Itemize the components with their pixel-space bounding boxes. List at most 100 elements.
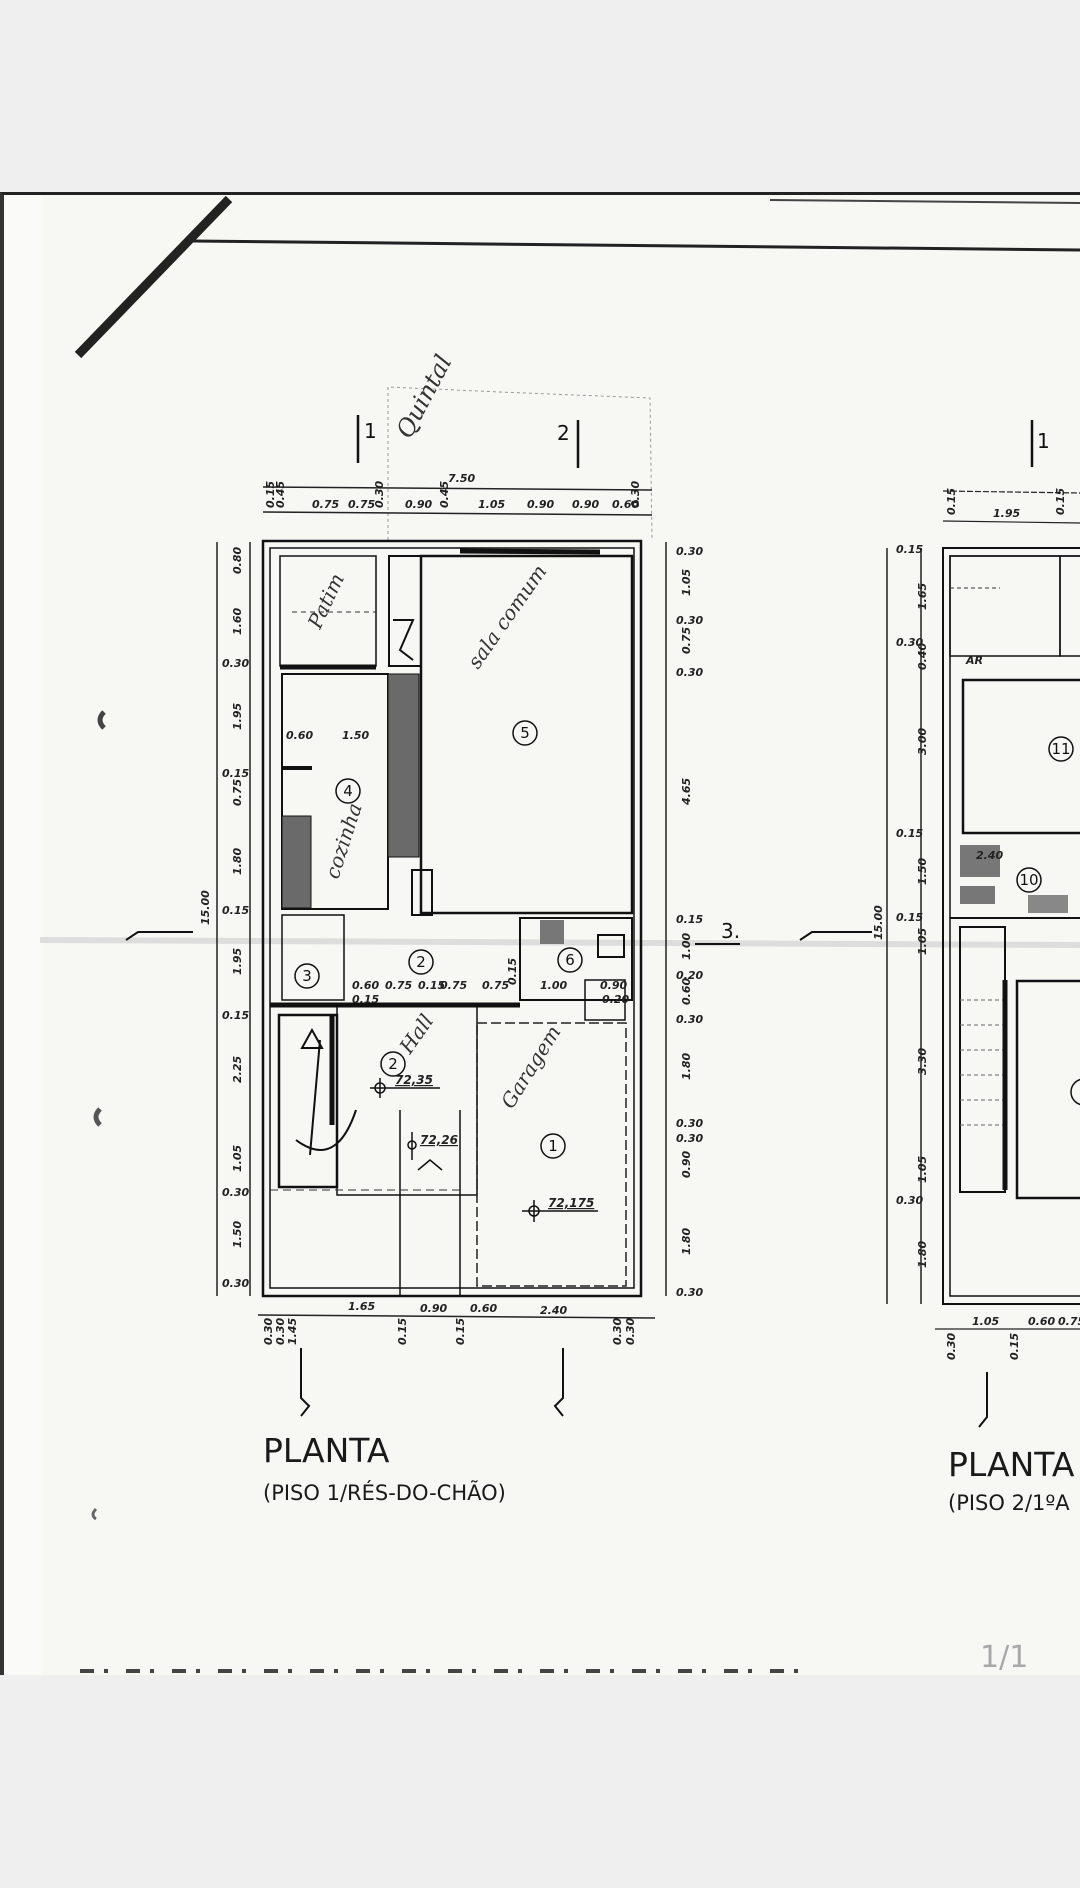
handwritten-sala-comum: sala comum (462, 560, 551, 673)
plan-1-dims-interior-label: 0.15 (418, 979, 445, 992)
handwritten-hall: Hall (394, 1010, 438, 1059)
room-number-2-hall: 2 (388, 1055, 398, 1073)
handwritten-patim: Patim (302, 570, 349, 634)
plan-1-dims-right-label: 0.60 (680, 978, 693, 1005)
plan-1-dims-left-label: 1.05 (231, 1145, 244, 1172)
plan-1-dims-bottom-label: 0.90 (420, 1302, 447, 1315)
room-number-2: 2 (416, 953, 426, 971)
plan-1-dims-left-label: 0.75 (231, 779, 244, 806)
plan-1-dims-left-label: 1.95 (231, 703, 244, 730)
plan-1: 1 2 2 3 4 5 6 72,35 72,26 72,175 Quintal… (125, 350, 872, 1505)
plan-1-dims-interior-label: 1.00 (540, 979, 567, 992)
plan-1-dims-bottom-label: 0.60 (470, 1302, 497, 1315)
plan-2-dim-overall-length: 15.00 (872, 905, 885, 940)
plan-1-dims-left-label: 0.15 (222, 767, 249, 780)
section-mark-1: 1 (364, 419, 377, 443)
plan-2-dims-left-label: 1.05 (916, 928, 929, 955)
plan-2-dims-left-label: 3.00 (916, 728, 929, 755)
plan-1-dims-interior-label: 1.50 (342, 729, 369, 742)
plan-2-dims-bottom-label: 0.30 (945, 1333, 958, 1360)
plan-2-subtitle: (PISO 2/1ºA (948, 1491, 1070, 1515)
level-garage: 72,175 (548, 1196, 594, 1210)
room-number-3: 3 (302, 967, 312, 985)
plan-1-dims-right-label: 0.15 (676, 913, 703, 926)
plan-1-dims-left-label: 1.50 (231, 1221, 244, 1248)
plan-1-dims-top-label: 0.75 (312, 498, 339, 511)
plan-1-dims-interior-label: 0.75 (385, 979, 412, 992)
plan-1-title: PLANTA (263, 1431, 390, 1470)
plan-1-dims-bottom-label: 2.40 (540, 1304, 567, 1317)
plan-1-dims-top-label: 0.30 (629, 481, 642, 508)
plan-2-dims-left-label: 0.40 (916, 643, 929, 670)
plan-2-dims-left-label: 0.15 (896, 827, 923, 840)
plan-1-dims-bottom-label: 0.15 (454, 1318, 467, 1345)
plan-1-dims-left-label: 2.25 (231, 1056, 244, 1083)
plan-1-dims-interior-label: 0.15 (506, 958, 519, 985)
plan-1-dims-left-label: 0.80 (231, 547, 244, 574)
handwritten-garagem: Garagem (496, 1021, 566, 1113)
plan-1-dims-bottom-label: 0.30 (262, 1318, 275, 1345)
label-ar: AR (965, 654, 983, 667)
dim-overall-length: 15.00 (199, 890, 212, 925)
plan-1-dims-right-label: 0.30 (676, 1117, 703, 1130)
plan-2-dims-left-label: 0.30 (896, 1194, 923, 1207)
handwritten-quintal: Quintal (391, 350, 458, 443)
plan-1-dims-interior-label: 0.60 (286, 729, 313, 742)
plan-1-dims-top-label: 0.45 (274, 481, 287, 508)
plan-1-dims-right-label: 4.65 (680, 778, 693, 806)
plan-1-dims-bottom-label: 0.15 (396, 1318, 409, 1345)
plan-1-dims-right-label: 0.90 (680, 1151, 693, 1178)
plan-1-dims-top-label: 1.05 (478, 498, 505, 511)
plan-1-dims-top-label: 0.75 (348, 498, 375, 511)
plan-1-dims-left-label: 1.95 (231, 948, 244, 975)
plan-1-dims-left-label: 1.80 (231, 848, 244, 875)
plan-1-dims-right-label: 0.30 (676, 1286, 703, 1299)
plan-2-dims-bottom-label: 1.05 (972, 1315, 999, 1328)
plan-1-dims-right-label: 0.75 (680, 627, 693, 654)
plan-2-dims-left-label: 1.05 (916, 1156, 929, 1183)
plan-1-dims-top-label: 0.15 (264, 481, 277, 508)
plan-2-dims-left-label: 1.65 (916, 583, 929, 610)
plan-1-dims-bottom-label: 1.45 (286, 1318, 299, 1345)
handwritten-cozinha: cozinha (320, 800, 367, 881)
yard-outline (387, 386, 653, 541)
plan-1-dims-right-label: 0.30 (676, 1132, 703, 1145)
plan-1-dims-left-label: 0.15 (222, 1009, 249, 1022)
plan-1-dims-left-label: 0.30 (222, 657, 249, 670)
plan-1-dims-top-label: 0.90 (572, 498, 599, 511)
plan-1-dims-right-label: 1.00 (680, 933, 693, 960)
plan-2-dims-bottom-label: 0.60 (1028, 1315, 1055, 1328)
plan-1-dims-left-label: 0.30 (222, 1186, 249, 1199)
page-indicator: 1/1 (980, 1640, 1029, 1675)
plan-2: 11 10 8 AR 1 15.00 PLANTA (PISO 2/1ºA (872, 420, 1080, 1515)
plan-1-dims-bottom-label: 0.30 (611, 1318, 624, 1345)
plan-1-dims-top-label: 0.90 (527, 498, 554, 511)
plan-1-dims-right-label: 1.80 (680, 1228, 693, 1255)
plan-1-dims-left-label: 0.15 (222, 904, 249, 917)
plan-2-dims-left-label: 3.30 (916, 1048, 929, 1075)
plan-1-dims-top-label: 0.90 (405, 498, 432, 511)
plan-1-dims-left-label: 1.60 (231, 608, 244, 635)
plan-2-section-mark-1: 1 (1037, 429, 1050, 453)
plan-2-dims-left-label: 0.30 (896, 636, 923, 649)
plan-1-dims-right-label: 0.30 (676, 614, 703, 627)
room-number-6: 6 (565, 951, 575, 969)
section-mark-2: 2 (557, 421, 570, 445)
plan-1-dims-right-label: 0.30 (676, 1013, 703, 1026)
plan-1-dims-right-label: 1.80 (680, 1053, 693, 1080)
dim-overall-width: 7.50 (448, 472, 475, 485)
plan-1-dims-interior-label: 0.15 (352, 993, 379, 1006)
plan-1-dims-interior-label: 0.75 (440, 979, 467, 992)
plan-1-dims-bottom-label: 0.30 (274, 1318, 287, 1345)
plan-2-dims-top-label: 0.15 (1054, 488, 1067, 515)
plan-1-dims-right-label: 0.30 (676, 545, 703, 558)
plan-1-dims-left-label: 0.30 (222, 1277, 249, 1290)
room-number-1: 1 (548, 1137, 558, 1155)
room-number-4: 4 (343, 782, 353, 800)
plan-2-dims-left-label: 1.80 (916, 1241, 929, 1268)
plan-1-dims-interior-label: 0.90 (600, 979, 627, 992)
room-number-5: 5 (520, 724, 530, 742)
section-mark-3: 3. (721, 919, 740, 943)
plan-1-dims-interior-label: 0.75 (482, 979, 509, 992)
